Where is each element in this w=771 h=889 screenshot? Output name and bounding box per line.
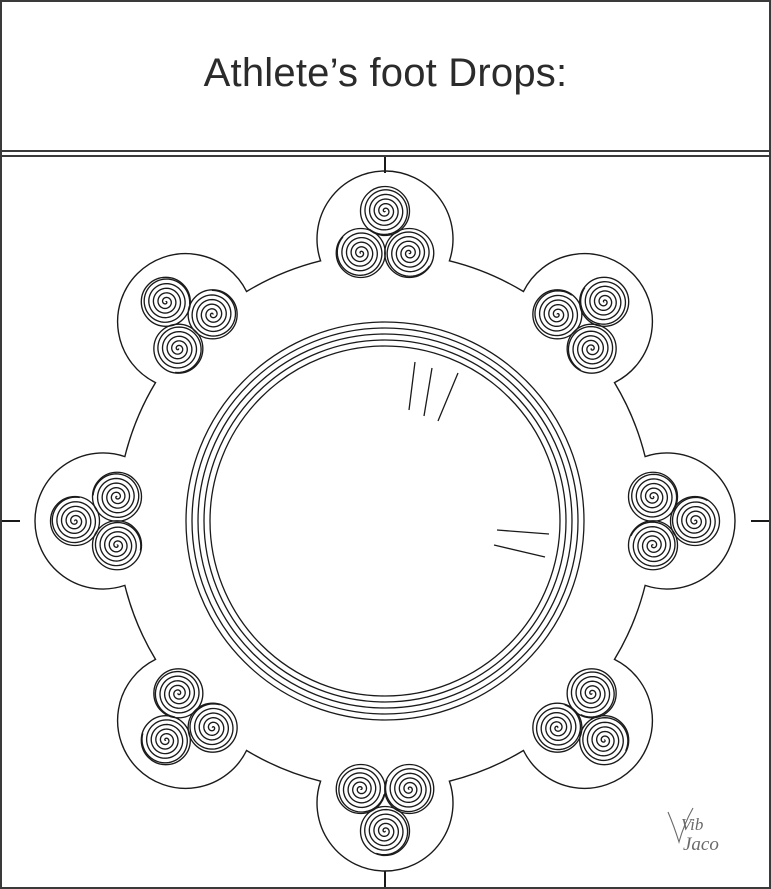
spiral-border-18 [140, 715, 191, 766]
spiral-19 [94, 521, 142, 567]
ring-5 [185, 321, 585, 721]
triple-spiral-3 [627, 471, 721, 571]
spiral-15 [364, 808, 409, 856]
ring-2 [203, 339, 567, 703]
tick-line-5 [493, 544, 546, 558]
inner-ring-tick-lines [408, 361, 550, 558]
spiral-10 [570, 671, 615, 718]
page-title: Athlete’s foot Drops: [203, 50, 568, 95]
spiral-border-3 [359, 185, 411, 237]
signature-v-stroke [667, 807, 694, 844]
triple-spiral-1 [335, 185, 435, 279]
spiral-20 [92, 473, 140, 519]
spiral-border-16 [187, 702, 238, 753]
spiral-21 [51, 496, 97, 544]
tick-line-3 [437, 372, 459, 422]
spiral-border-24 [140, 276, 191, 327]
spiral-18 [141, 719, 188, 764]
triple-spiral-8 [140, 276, 238, 374]
spiral-13 [384, 768, 432, 813]
spiral-6 [579, 281, 627, 325]
spiral-border-2 [384, 227, 435, 279]
spiral-border-11 [532, 702, 583, 753]
triple-spiral-5 [335, 763, 435, 857]
spiral-border-21 [49, 495, 101, 547]
triple-spiral-7 [49, 471, 143, 571]
ring-4 [191, 327, 579, 715]
spiral-11 [535, 704, 582, 751]
spiral-border-22 [153, 323, 204, 374]
spiral-border-4 [532, 289, 583, 340]
spiral-border-14 [335, 763, 386, 815]
spiral-4 [534, 290, 579, 337]
spiral-border-9 [669, 495, 721, 547]
signature-line-1: Vib [681, 815, 703, 834]
triple-spiral-4 [532, 668, 630, 766]
header-divider-upper [2, 150, 769, 152]
header-divider-lower [2, 155, 769, 157]
tick-line-2 [423, 367, 433, 417]
triple-spiral-6 [140, 668, 238, 766]
spiral-3 [364, 189, 408, 236]
spiral-16 [189, 703, 234, 750]
spiral-8 [630, 521, 676, 567]
spiral-border-17 [153, 668, 204, 719]
spiral-border-23 [187, 289, 238, 340]
spiral-border-12 [579, 715, 630, 766]
spiral-2 [386, 231, 431, 277]
spiral-border-15 [359, 805, 411, 857]
spiral-7 [631, 473, 678, 518]
spiral-12 [582, 717, 629, 762]
spiral-22 [157, 326, 202, 374]
signature-line-2: Jaco [683, 834, 719, 855]
spiral-border-8 [627, 520, 679, 571]
spiral-17 [154, 670, 200, 718]
concentric-rings [185, 321, 585, 721]
spiral-9 [671, 496, 716, 543]
tick-line-4 [496, 529, 550, 535]
spiral-5 [567, 325, 614, 371]
spiral-1 [336, 232, 383, 276]
ring-1 [209, 345, 561, 697]
spiral-23 [191, 289, 237, 337]
spiral-border-10 [566, 668, 617, 719]
spiral-border-6 [579, 276, 630, 327]
spiral-border-20 [91, 471, 143, 522]
triple-spiral-motifs [49, 185, 721, 857]
spiral-14 [338, 767, 385, 813]
tick-line-1 [408, 361, 416, 411]
triple-spiral-2 [532, 276, 630, 374]
scalloped-ring-outline [34, 170, 736, 872]
spiral-24 [143, 278, 191, 323]
ring-3 [197, 333, 573, 709]
header: Athlete’s foot Drops: [2, 2, 769, 150]
spiral-border-5 [566, 323, 617, 374]
